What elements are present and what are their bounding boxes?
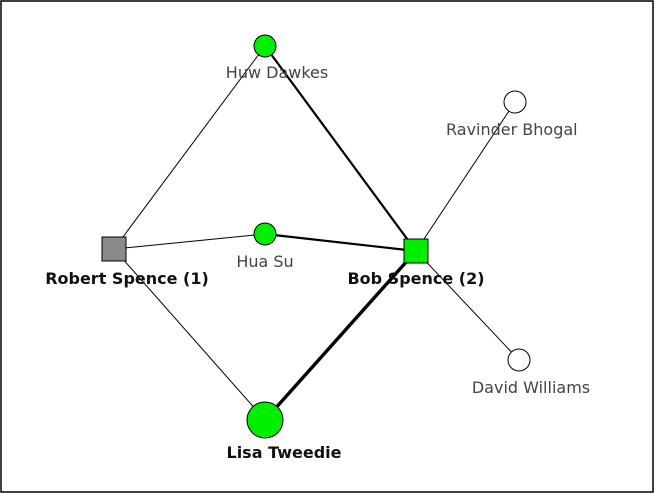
edge-bob-ravinder bbox=[415, 101, 516, 252]
edge-robert-hua bbox=[113, 233, 266, 250]
label-robert-spence: Robert Spence (1) bbox=[45, 269, 209, 288]
node-hua-su[interactable] bbox=[253, 222, 277, 246]
label-hua-su: Hua Su bbox=[236, 252, 293, 271]
node-huw-dawkes[interactable] bbox=[253, 34, 277, 58]
node-bob-spence[interactable] bbox=[403, 238, 429, 264]
nodes-layer bbox=[101, 34, 531, 439]
node-robert-spence[interactable] bbox=[101, 236, 127, 262]
label-bob-spence: Bob Spence (2) bbox=[347, 269, 484, 288]
edge-bob-david bbox=[415, 250, 520, 361]
label-huw-dawkes: Huw Dawkes bbox=[226, 63, 328, 82]
edge-robert-lisa bbox=[113, 248, 266, 421]
edge-bob-lisa bbox=[263, 249, 418, 422]
label-david-williams: David Williams bbox=[472, 378, 590, 397]
edge-robert-huw bbox=[113, 45, 266, 250]
node-ravinder-bhogal[interactable] bbox=[503, 90, 527, 114]
edge-bob-huw bbox=[264, 45, 417, 252]
labels-layer: Huw Dawkes Ravinder Bhogal Hua Su Robert… bbox=[45, 63, 590, 462]
node-lisa-tweedie[interactable] bbox=[246, 401, 284, 439]
edges-layer bbox=[113, 45, 520, 422]
label-ravinder-bhogal: Ravinder Bhogal bbox=[446, 120, 578, 139]
node-david-williams[interactable] bbox=[507, 348, 531, 372]
edge-bob-hua bbox=[264, 232, 417, 253]
label-lisa-tweedie: Lisa Tweedie bbox=[227, 443, 342, 462]
